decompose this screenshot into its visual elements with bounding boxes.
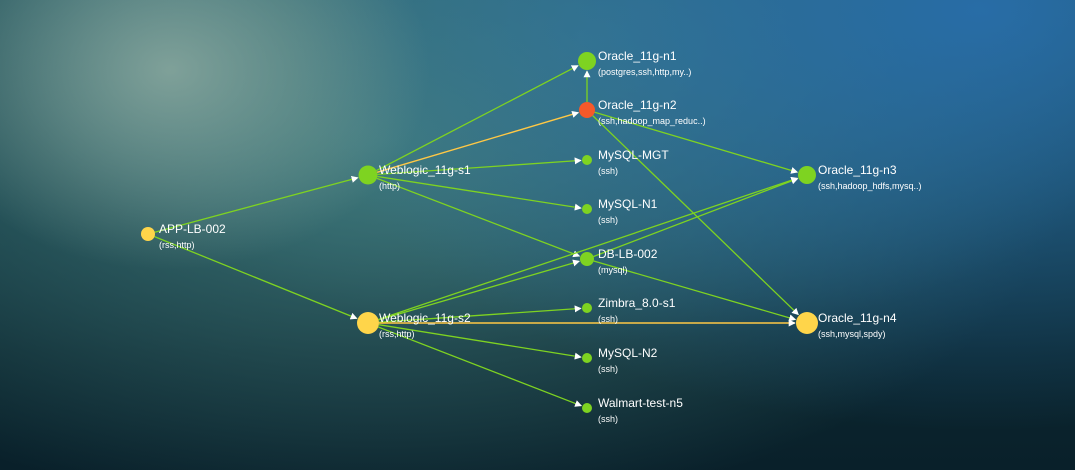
node-oracle-11g-n1[interactable]: Oracle_11g-n1 (postgres,ssh,http,my..) <box>578 49 691 77</box>
node-status-dot[interactable] <box>582 353 592 363</box>
edge-weblogic-11g-s2-to-oracle-11g-n3 <box>378 176 799 321</box>
node-status-dot[interactable] <box>582 155 592 165</box>
node-label: Walmart-test-n5 <box>598 396 683 410</box>
node-label: Oracle_11g-n3 <box>818 163 897 177</box>
node-services: (rss,http) <box>379 329 415 339</box>
node-label: MySQL-MGT <box>598 148 669 162</box>
node-services: (ssh,hadoop_hdfs,mysq..) <box>818 181 922 191</box>
edge-app-lb-002-to-weblogic-11g-s2 <box>154 235 358 320</box>
edge-db-lb-002-to-oracle-11g-n3 <box>593 177 799 258</box>
node-services: (ssh,mysql,spdy) <box>818 329 886 339</box>
edge-weblogic-11g-s2-to-walmart-test-n5 <box>378 326 583 407</box>
node-status-dot[interactable] <box>578 52 596 70</box>
edge-oracle-11g-n2-to-oracle-11g-n3 <box>594 111 799 174</box>
node-label: Weblogic_11g-s1 <box>379 163 471 177</box>
node-label: MySQL-N2 <box>598 346 658 360</box>
node-status-dot[interactable] <box>798 166 816 184</box>
node-status-dot[interactable] <box>582 403 592 413</box>
edges-layer <box>154 65 799 407</box>
node-status-dot[interactable] <box>582 303 592 313</box>
node-status-dot[interactable] <box>582 204 592 214</box>
edge-weblogic-11g-s1-to-mysql-n1 <box>377 175 582 211</box>
node-mysql-n1[interactable]: MySQL-N1 (ssh) <box>582 197 658 225</box>
node-walmart-test-n5[interactable]: Walmart-test-n5 (ssh) <box>582 396 683 424</box>
node-status-dot[interactable] <box>796 312 818 334</box>
edge-weblogic-11g-s1-to-mysql-mgt <box>377 157 582 176</box>
node-label: APP-LB-002 <box>159 222 226 236</box>
edge-weblogic-11g-s2-to-db-lb-002 <box>378 259 580 321</box>
node-services: (ssh) <box>598 314 618 324</box>
node-db-lb-002[interactable]: DB-LB-002 (mysql) <box>580 247 658 275</box>
edge-weblogic-11g-s2-to-mysql-n2 <box>378 324 582 360</box>
node-label: Oracle_11g-n1 <box>598 49 677 63</box>
node-weblogic-11g-s2[interactable]: Weblogic_11g-s2 (rss,http) <box>357 311 471 339</box>
edge-weblogic-11g-s1-to-db-lb-002 <box>376 177 581 258</box>
node-label: Oracle_11g-n4 <box>818 311 897 325</box>
edge-weblogic-11g-s1-to-oracle-11g-n1 <box>376 65 579 172</box>
node-services: (rss,http) <box>159 240 195 250</box>
node-oracle-11g-n4[interactable]: Oracle_11g-n4 (ssh,mysql,spdy) <box>796 311 897 339</box>
node-services: (ssh) <box>598 364 618 374</box>
node-label: MySQL-N1 <box>598 197 658 211</box>
node-status-dot[interactable] <box>580 252 594 266</box>
edge-weblogic-11g-s2-to-zimbra-8-0-s1 <box>378 305 582 323</box>
node-status-dot[interactable] <box>141 227 155 241</box>
nodes-layer: APP-LB-002 (rss,http) Weblogic_11g-s1 (http… <box>141 49 922 424</box>
node-services: (ssh,hadoop_map_reduc..) <box>598 116 706 126</box>
node-services: (postgres,ssh,http,my..) <box>598 67 691 77</box>
node-label: Zimbra_8.0-s1 <box>598 296 676 310</box>
node-services: (ssh) <box>598 166 618 176</box>
node-app-lb-002[interactable]: APP-LB-002 (rss,http) <box>141 222 226 250</box>
node-oracle-11g-n2[interactable]: Oracle_11g-n2 (ssh,hadoop_map_reduc..) <box>579 98 706 126</box>
edge-app-lb-002-to-weblogic-11g-s1 <box>154 175 359 233</box>
node-label: DB-LB-002 <box>598 247 658 261</box>
node-mysql-n2[interactable]: MySQL-N2 (ssh) <box>582 346 658 374</box>
edge-db-lb-002-to-oracle-11g-n4 <box>593 260 797 322</box>
node-oracle-11g-n3[interactable]: Oracle_11g-n3 (ssh,hadoop_hdfs,mysq..) <box>798 163 922 191</box>
node-services: (ssh) <box>598 414 618 424</box>
edge-oracle-11g-n2-to-oracle-11g-n4 <box>592 115 799 316</box>
node-services: (http) <box>379 181 400 191</box>
node-zimbra-8-0-s1[interactable]: Zimbra_8.0-s1 (ssh) <box>582 296 676 324</box>
node-status-dot[interactable] <box>579 102 595 118</box>
node-services: (ssh) <box>598 215 618 225</box>
node-label: Weblogic_11g-s2 <box>379 311 471 325</box>
node-weblogic-11g-s1[interactable]: Weblogic_11g-s1 (http) <box>358 163 471 191</box>
node-services: (mysql) <box>598 265 628 275</box>
edge-weblogic-11g-s1-to-oracle-11g-n2 <box>376 111 580 173</box>
node-mysql-mgt[interactable]: MySQL-MGT (ssh) <box>582 148 669 176</box>
node-status-dot[interactable] <box>357 312 379 334</box>
node-label: Oracle_11g-n2 <box>598 98 677 112</box>
node-status-dot[interactable] <box>358 165 378 185</box>
